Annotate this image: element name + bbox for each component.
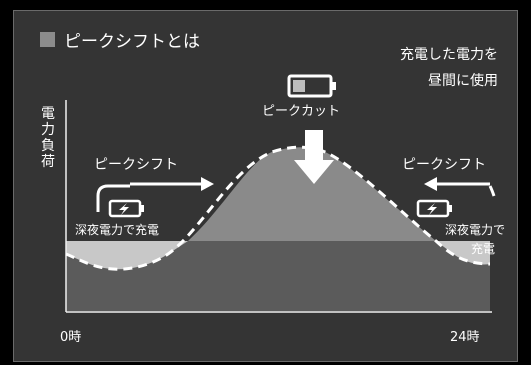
note-line-2: 昼間に使用 [428,73,498,89]
y-axis-label: 電力負荷 [41,106,55,170]
battery-low-icon [287,74,336,98]
night-charge-label-right-1: 深夜電力で [445,223,506,237]
curved-arrow-icon [488,185,496,197]
load-curve [65,145,491,271]
peak-shift-label-left: ピークシフト [94,157,178,173]
diagram-title: ピークシフトとは [64,32,200,52]
arrow-down-icon [294,130,334,184]
night-charge-area [66,241,490,270]
night-charge-label-right-2: 充電 [470,242,495,256]
arrow-left-icon [424,177,490,191]
x-axis-start-label: 0時 [60,330,82,345]
peak-cut-label: ピークカット [262,104,341,119]
arrow-right-icon [130,177,214,191]
battery-charging-icon [416,199,452,218]
night-charge-label-left: 深夜電力で充電 [75,223,160,237]
title-square-icon [40,32,55,47]
curved-arrow-icon [96,184,130,212]
battery-charging-icon [108,199,144,218]
note-line-1: 充電した電力を [400,47,498,63]
peak-shift-label-right: ピークシフト [402,157,486,173]
peak-load-area [188,147,436,241]
x-axis-end-label: 24時 [450,330,480,345]
